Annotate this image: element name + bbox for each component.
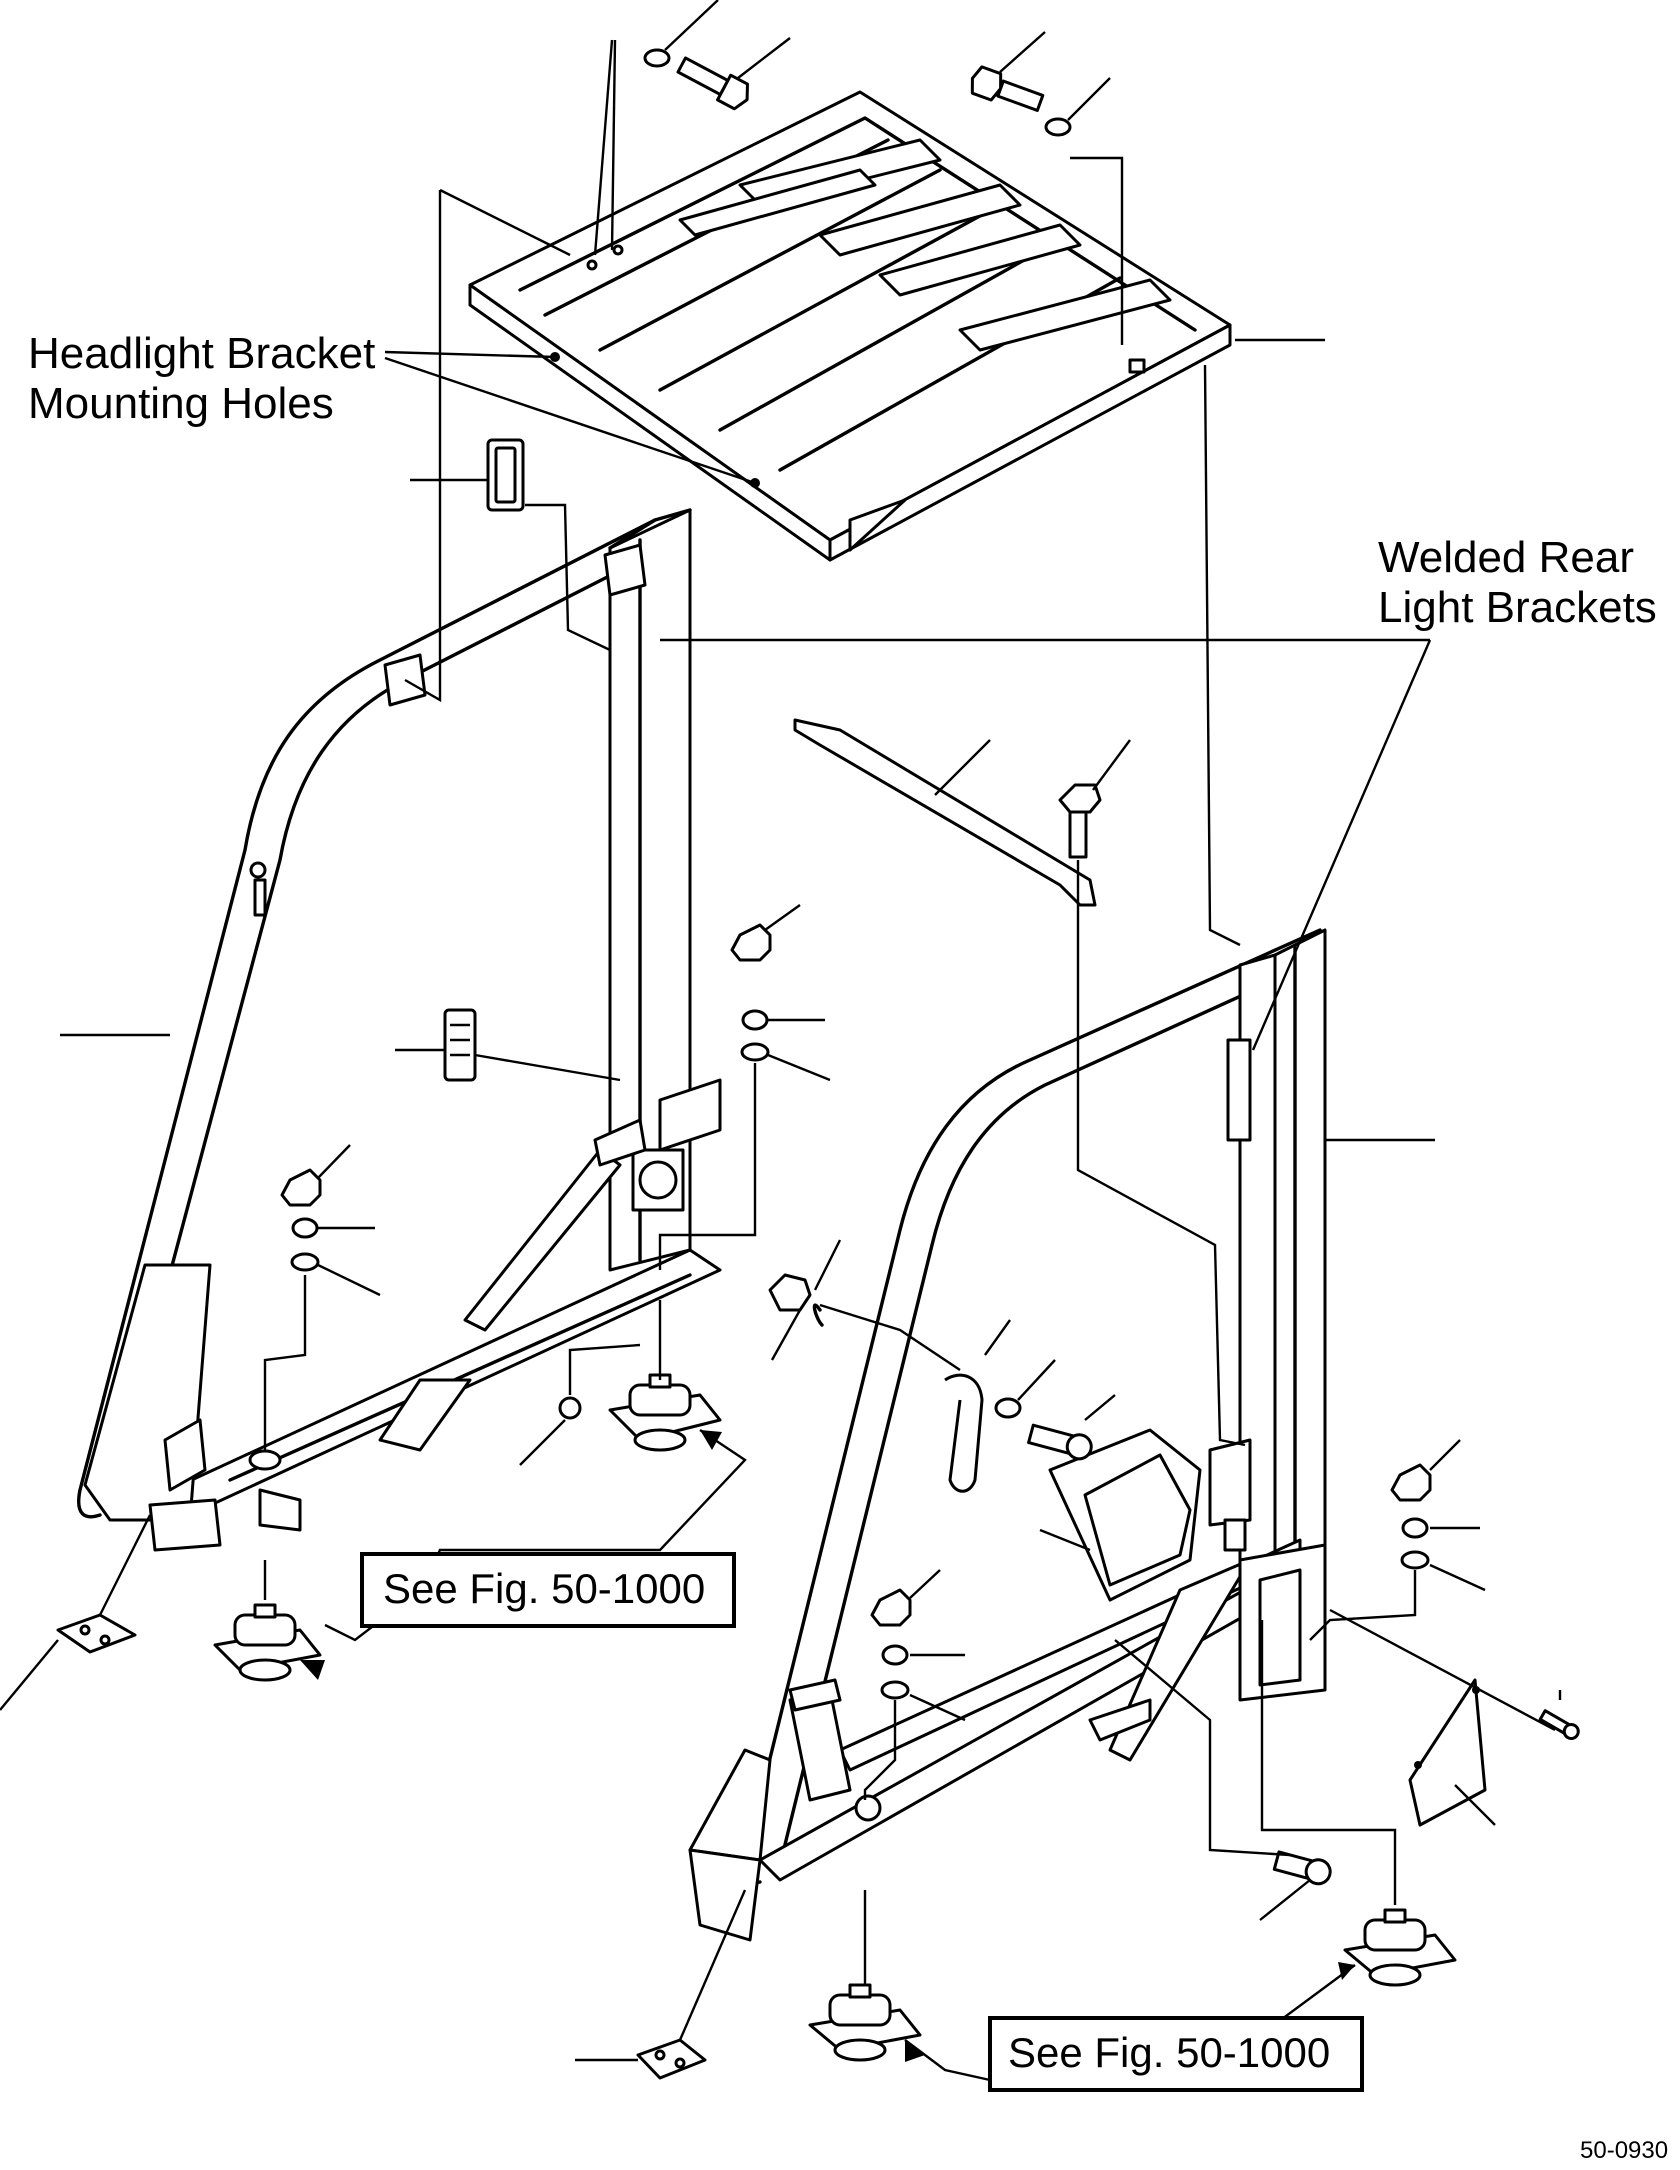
see-fig-label-left: See Fig. 50-1000 — [383, 1565, 705, 1612]
overhead-guard-top — [468, 90, 1232, 562]
headlight-callout-line2: Mounting Holes — [28, 379, 334, 428]
left-leaders — [0, 190, 831, 1711]
right-leaders — [575, 364, 1562, 2082]
headlight-callout-leaders — [384, 350, 1432, 1051]
top-hardware — [439, 0, 1325, 345]
left-hardware — [56, 438, 772, 1682]
right-hardware — [636, 739, 1580, 2080]
see-fig-label-right: See Fig. 50-1000 — [1008, 2029, 1330, 2076]
figure-number: 50-0930 — [1580, 2137, 1668, 2164]
welded-rear-callout-line2: Light Brackets — [1378, 583, 1657, 632]
welded-rear-callout-line1: Welded Rear — [1378, 533, 1634, 582]
reference-arrows — [300, 1430, 1355, 2062]
left-side-frame — [77, 508, 722, 1552]
right-side-frame — [688, 928, 1327, 1942]
cross-strap — [793, 718, 1097, 907]
see-fig-box-left: See Fig. 50-1000 — [360, 1552, 736, 1628]
see-fig-box-right: See Fig. 50-1000 — [988, 2016, 1364, 2092]
headlight-callout-line1: Headlight Bracket — [28, 329, 375, 378]
